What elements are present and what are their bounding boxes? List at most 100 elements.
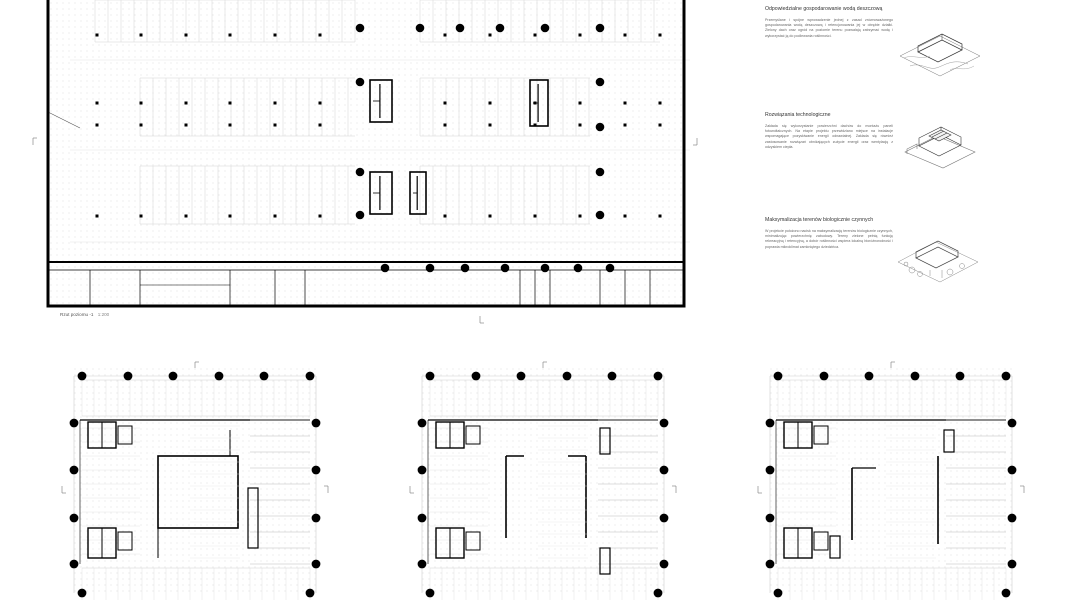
floor-plan-room xyxy=(247,487,259,549)
note-technology: Rozwiązania technologiczne Zakłada się w… xyxy=(765,112,893,150)
note-rainwater: Odpowiedzialne gospodarowanie wodą deszc… xyxy=(765,6,893,39)
structural-column xyxy=(305,371,315,381)
floor-plan-room xyxy=(599,547,611,575)
structural-column xyxy=(69,513,79,523)
square-column xyxy=(318,123,322,127)
stair-core-wall xyxy=(369,171,393,215)
structural-column xyxy=(1007,513,1017,523)
square-column xyxy=(443,33,447,37)
structural-column xyxy=(562,371,572,381)
structural-column xyxy=(69,418,79,428)
square-column xyxy=(273,101,277,105)
square-column xyxy=(139,123,143,127)
structural-column xyxy=(355,23,365,33)
structural-column xyxy=(659,559,669,569)
structural-column xyxy=(910,371,920,381)
structural-column xyxy=(355,77,365,87)
square-column xyxy=(184,123,188,127)
isometric-diagram-greenery xyxy=(897,240,979,283)
stair-core-wall xyxy=(529,79,549,127)
floor-plan-room xyxy=(117,425,133,445)
square-column xyxy=(623,123,627,127)
structural-column xyxy=(516,371,526,381)
structural-column xyxy=(425,263,435,273)
floor-plan-room xyxy=(599,427,611,455)
structural-column xyxy=(595,210,605,220)
structural-column xyxy=(311,559,321,569)
square-column xyxy=(273,123,277,127)
structural-column xyxy=(540,263,550,273)
upper-floor-plan xyxy=(409,361,677,600)
floor-plan-room xyxy=(813,531,829,551)
structural-column xyxy=(605,263,615,273)
square-column xyxy=(228,33,232,37)
square-column xyxy=(658,33,662,37)
structural-column xyxy=(77,371,87,381)
square-column xyxy=(443,214,447,218)
structural-column xyxy=(573,263,583,273)
structural-column xyxy=(69,559,79,569)
upper-floor-plan xyxy=(757,361,1025,600)
structural-column xyxy=(765,559,775,569)
structural-column xyxy=(1007,465,1017,475)
square-column xyxy=(95,123,99,127)
note-rainwater-body: Przemyślane i spójne wprowadzenie jednej… xyxy=(765,18,893,38)
square-column xyxy=(184,101,188,105)
plan-caption-title: Rzut poziomu -1 xyxy=(60,312,94,317)
note-technology-title: Rozwiązania technologiczne xyxy=(765,112,831,118)
structural-column xyxy=(595,167,605,177)
structural-column xyxy=(355,167,365,177)
note-greenery-body: W projekcie położono nacisk na maksymali… xyxy=(765,229,893,249)
structural-column xyxy=(500,263,510,273)
square-column xyxy=(578,123,582,127)
floor-plan-hatch xyxy=(418,368,668,593)
plan-caption-scale: 1:200 xyxy=(97,312,110,317)
isometric-diagram-rainwater xyxy=(899,33,981,77)
square-column xyxy=(578,101,582,105)
floor-plan-room xyxy=(465,425,481,445)
square-column xyxy=(139,214,143,218)
structural-column xyxy=(540,23,550,33)
note-greenery: Maksymalizacja terenów biologicznie czyn… xyxy=(765,217,893,250)
square-column xyxy=(228,101,232,105)
square-column xyxy=(443,123,447,127)
note-rainwater-title: Odpowiedzialne gospodarowanie wodą deszc… xyxy=(765,6,883,12)
square-column xyxy=(228,123,232,127)
structural-column xyxy=(77,588,87,598)
floor-plan-room xyxy=(813,425,829,445)
structural-column xyxy=(259,371,269,381)
square-column xyxy=(488,33,492,37)
plan-caption: Rzut poziomu -1 1:200 xyxy=(60,312,109,317)
square-column xyxy=(228,214,232,218)
structural-column xyxy=(765,513,775,523)
structural-column xyxy=(460,263,470,273)
structural-column xyxy=(417,513,427,523)
structural-column xyxy=(1007,418,1017,428)
structural-column xyxy=(69,465,79,475)
structural-column xyxy=(168,371,178,381)
square-column xyxy=(273,214,277,218)
square-column xyxy=(623,214,627,218)
square-column xyxy=(443,101,447,105)
square-column xyxy=(658,214,662,218)
floor-plan-room xyxy=(465,531,481,551)
structural-column xyxy=(214,371,224,381)
structural-column xyxy=(955,371,965,381)
square-column xyxy=(139,33,143,37)
floor-plan-room xyxy=(117,531,133,551)
stair-core-wall xyxy=(409,171,427,215)
ramp-line xyxy=(47,111,81,129)
structural-column xyxy=(417,465,427,475)
structural-column xyxy=(425,588,435,598)
square-column xyxy=(623,101,627,105)
structural-column xyxy=(311,513,321,523)
structural-column xyxy=(305,588,315,598)
note-greenery-title: Maksymalizacja terenów biologicznie czyn… xyxy=(765,217,874,223)
structural-column xyxy=(773,588,783,598)
square-column xyxy=(658,123,662,127)
isometric-diagram-technology xyxy=(904,126,976,169)
square-column xyxy=(533,33,537,37)
plan-outer-wall xyxy=(46,0,686,308)
floor-plan-room xyxy=(157,455,239,529)
